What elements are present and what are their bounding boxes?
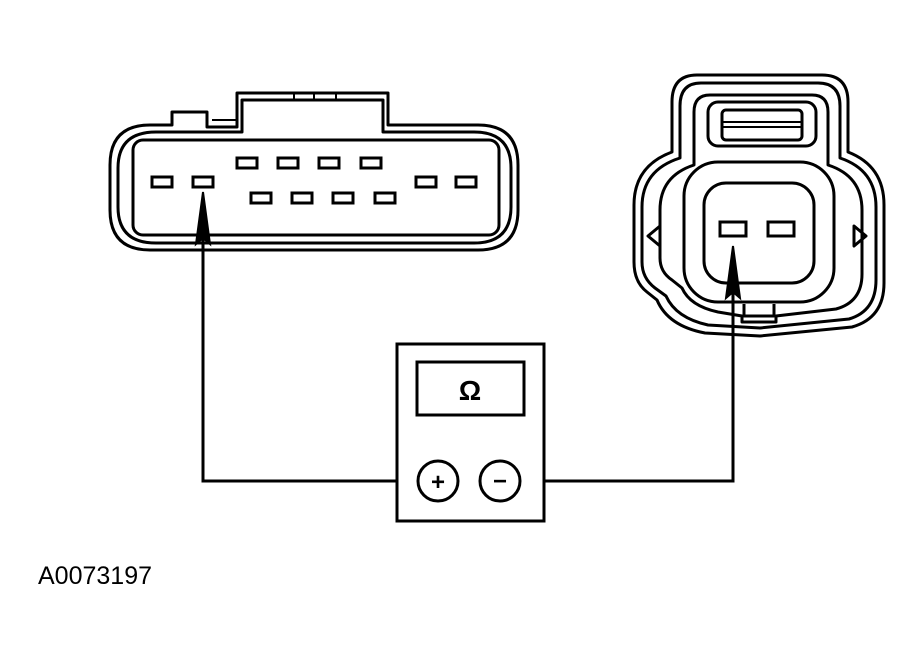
pin [235, 156, 259, 170]
probe-arrow-icon [194, 191, 212, 247]
pin-under-test [718, 220, 748, 238]
pin [290, 191, 314, 205]
pin [766, 220, 796, 238]
negative-lead-wire [521, 290, 735, 483]
multi-pin-connector [108, 91, 520, 252]
connector-pins [150, 156, 478, 205]
test-leads [201, 238, 735, 483]
meter-display [415, 360, 526, 417]
figure-reference: A0073197 [38, 562, 153, 590]
pin [331, 191, 355, 205]
probe-arrow-icon [724, 245, 742, 301]
pin [454, 175, 478, 189]
ohmmeter-icon: Ω + − [395, 342, 546, 523]
positive-terminal [416, 459, 460, 503]
pin-under-test [191, 175, 215, 189]
positive-lead-wire [201, 238, 417, 483]
pin [414, 175, 438, 189]
pin [317, 156, 341, 170]
pin [150, 175, 174, 189]
pin [359, 156, 383, 170]
pin [373, 191, 397, 205]
two-pin-connector [632, 73, 886, 338]
positive-terminal-label: + [431, 469, 445, 496]
ohm-symbol: Ω [459, 375, 481, 406]
pin [249, 191, 273, 205]
two-pin-connector-pins [718, 220, 796, 238]
negative-terminal-label: − [493, 468, 507, 495]
negative-terminal [478, 459, 522, 503]
pin [276, 156, 300, 170]
